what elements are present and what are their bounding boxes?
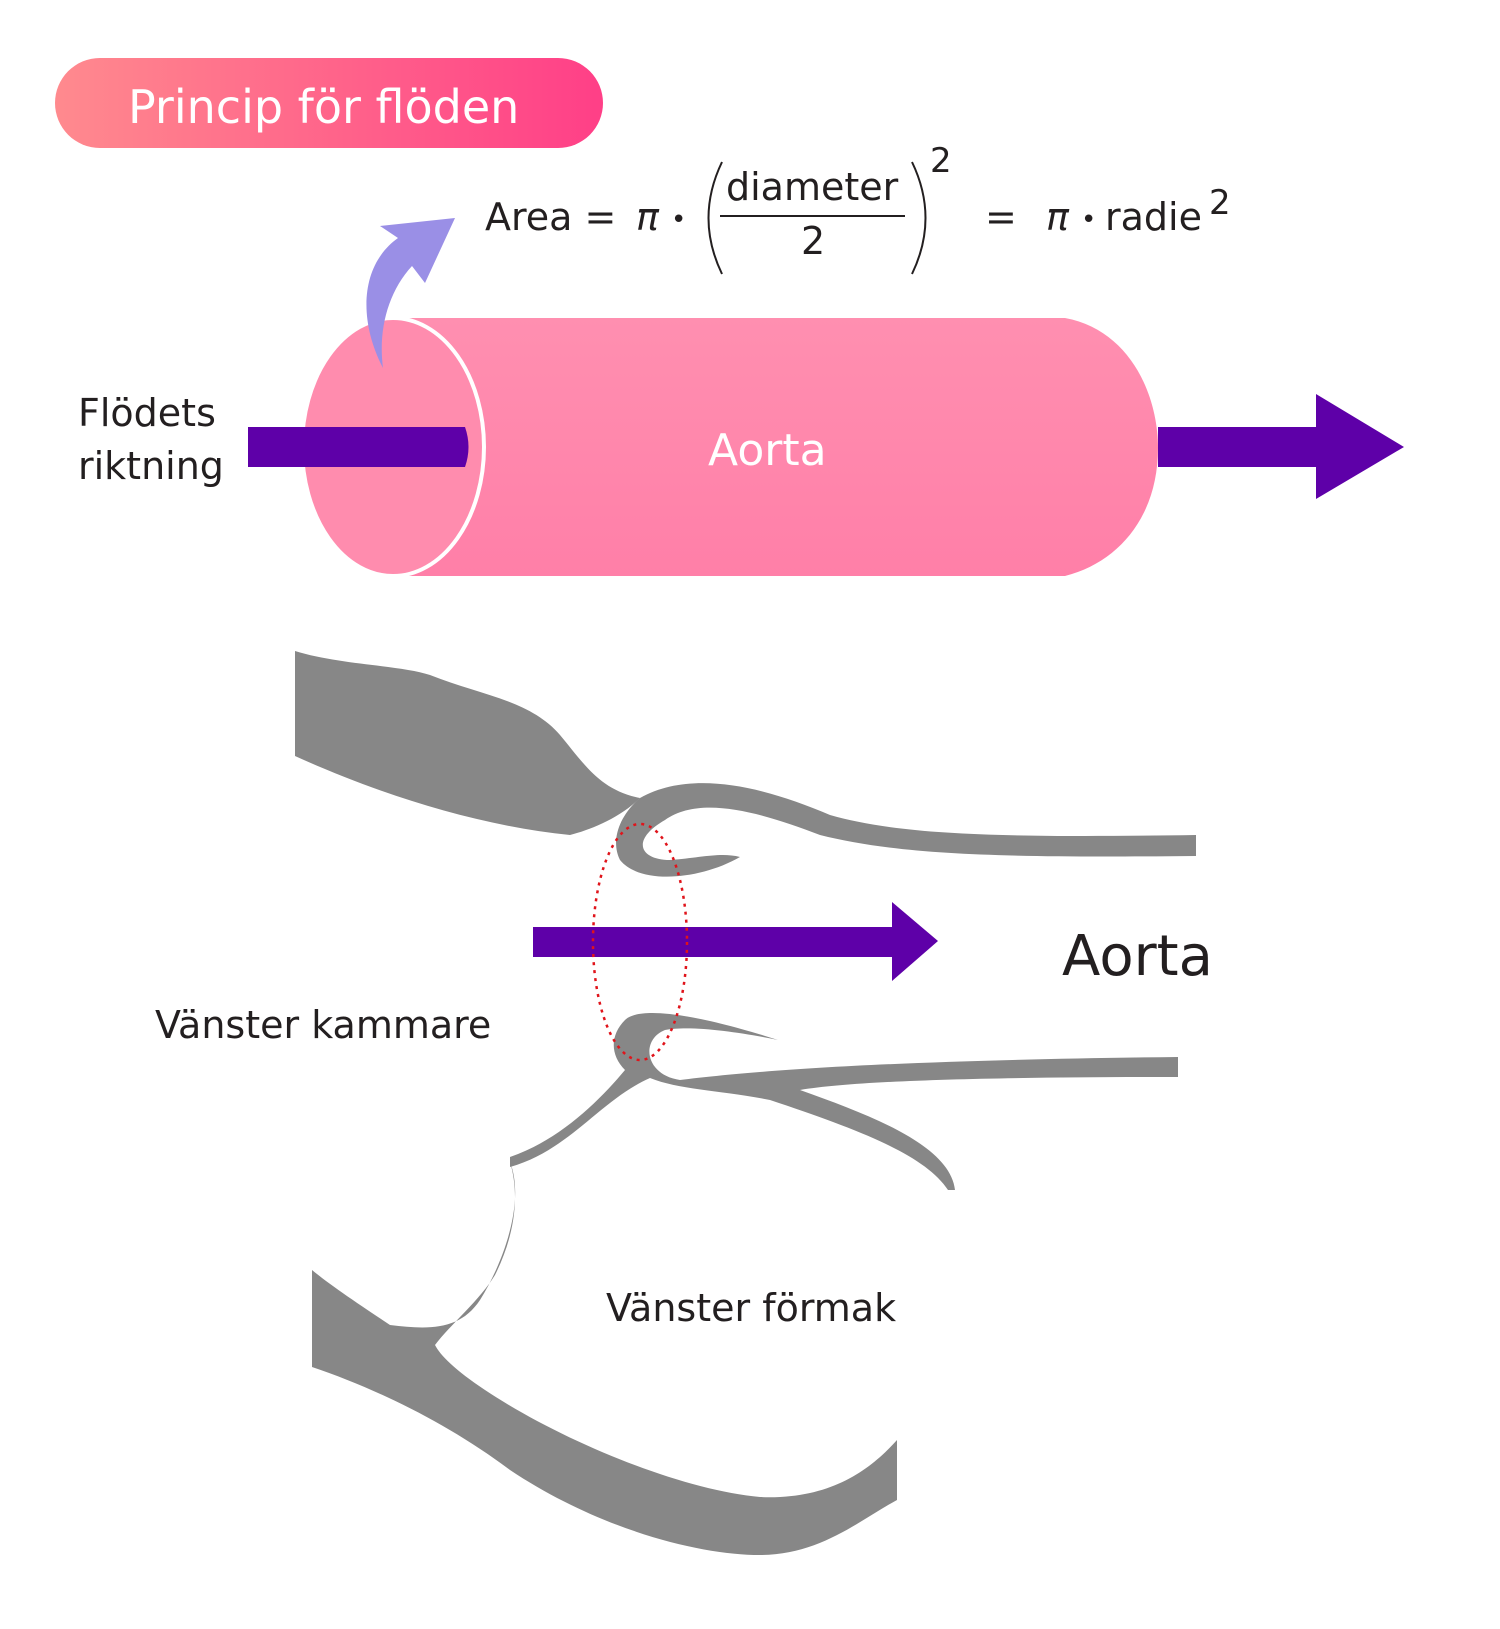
formula-equals: = bbox=[985, 195, 1017, 239]
incoming-flow-arrow bbox=[248, 427, 469, 467]
flow-direction-label-line2: riktning bbox=[78, 444, 224, 488]
aortic-valve-ring bbox=[591, 822, 689, 1062]
formula-dot-2: • bbox=[1081, 205, 1096, 235]
aortic-flow-arrow bbox=[533, 902, 938, 981]
formula-pi-1: π bbox=[636, 195, 660, 239]
cross-section-curved-arrow bbox=[366, 218, 455, 368]
formula-pi-2: π bbox=[1046, 195, 1070, 239]
formula-denominator: 2 bbox=[801, 219, 825, 263]
flow-direction-label-line1: Flödets bbox=[78, 391, 216, 435]
aorta-label: Aorta bbox=[1062, 924, 1213, 989]
formula-dot-1: • bbox=[671, 205, 686, 235]
heart-diagram: Aorta Vänster kammare Vänster förmak bbox=[155, 651, 1213, 1555]
formula-lhs: Area = bbox=[485, 195, 616, 239]
atrium-wall bbox=[312, 1162, 897, 1555]
title-text: Princip för flöden bbox=[128, 80, 519, 134]
formula-left-paren bbox=[707, 161, 723, 275]
formula-numerator: diameter bbox=[726, 165, 899, 209]
left-ventricle-label: Vänster kammare bbox=[155, 1003, 491, 1047]
left-atrium-label: Vänster förmak bbox=[606, 1286, 896, 1330]
title-pill: Princip för flöden bbox=[55, 58, 603, 148]
vessel-body bbox=[395, 318, 1158, 576]
ventricle-upper-wall bbox=[295, 651, 640, 835]
formula-right-paren bbox=[911, 161, 927, 275]
upper-aortic-wall bbox=[616, 783, 1196, 877]
lower-aortic-wall bbox=[510, 1012, 1178, 1190]
cylinder-diagram: Flödets riktning Aorta bbox=[78, 218, 1404, 578]
formula-rhs-exponent: 2 bbox=[1209, 183, 1231, 223]
title-pill-background bbox=[55, 58, 603, 148]
outgoing-flow-arrow bbox=[1158, 394, 1404, 499]
formula-exponent: 2 bbox=[930, 141, 952, 181]
formula-rhs-term: radie bbox=[1105, 195, 1202, 239]
vessel-label: Aorta bbox=[708, 425, 827, 476]
area-formula: Area = π • diameter 2 2 = π • radie 2 bbox=[485, 141, 1231, 275]
